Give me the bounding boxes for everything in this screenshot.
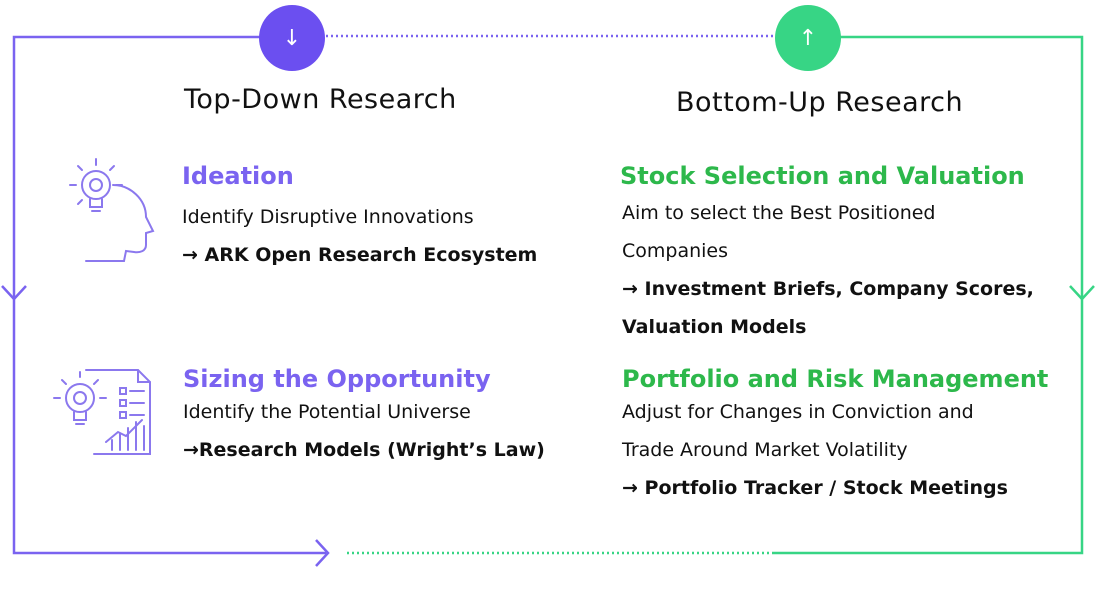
right-chevron-down-icon [1069,285,1095,301]
portfolio-section: Portfolio and Risk Management Adjust for… [622,365,1048,507]
sizing-link[interactable]: →Research Models (Wright’s Law) [183,439,545,461]
top-down-loop-line [12,35,326,555]
portfolio-link[interactable]: → Portfolio Tracker / Stock Meetings [622,477,1008,499]
stock-selection-section: Stock Selection and Valuation Aim to sel… [620,162,1034,346]
bottom-chevron-right-icon [315,539,330,567]
bottom-up-title: Bottom-Up Research [676,87,964,118]
portfolio-body-line2: Trade Around Market Volatility [622,439,908,461]
lightbulb-chart-icon [53,369,151,455]
ideation-title: Ideation [182,162,294,190]
down-arrow-badge: ↓ [259,5,325,71]
stock-selection-link-line2[interactable]: Valuation Models [622,316,807,338]
ideation-section: Ideation Identify Disruptive Innovations… [182,162,537,274]
sizing-title: Sizing the Opportunity [183,365,491,393]
lightbulb-head-icon [69,158,155,262]
stock-selection-body-line1: Aim to select the Best Positioned [622,202,936,224]
ideation-link[interactable]: → ARK Open Research Ecosystem [182,244,538,266]
left-chevron-down-icon [1,285,27,301]
stock-selection-link-line1[interactable]: → Investment Briefs, Company Scores, [622,278,1034,300]
sizing-body: Identify the Potential Universe [183,401,471,423]
portfolio-body-line1: Adjust for Changes in Conviction and [622,401,974,423]
stock-selection-body-line2: Companies [622,240,729,262]
arrow-up-icon: ↑ [798,25,818,51]
bottom-up-loop-line [772,35,1084,555]
sizing-section: Sizing the Opportunity Identify the Pote… [183,365,545,469]
ideation-body: Identify Disruptive Innovations [182,206,474,228]
stock-selection-title: Stock Selection and Valuation [620,162,1025,190]
portfolio-title: Portfolio and Risk Management [622,365,1049,393]
arrow-down-icon: ↓ [282,25,302,51]
top-down-title: Top-Down Research [184,84,457,115]
up-arrow-badge: ↑ [775,5,841,71]
